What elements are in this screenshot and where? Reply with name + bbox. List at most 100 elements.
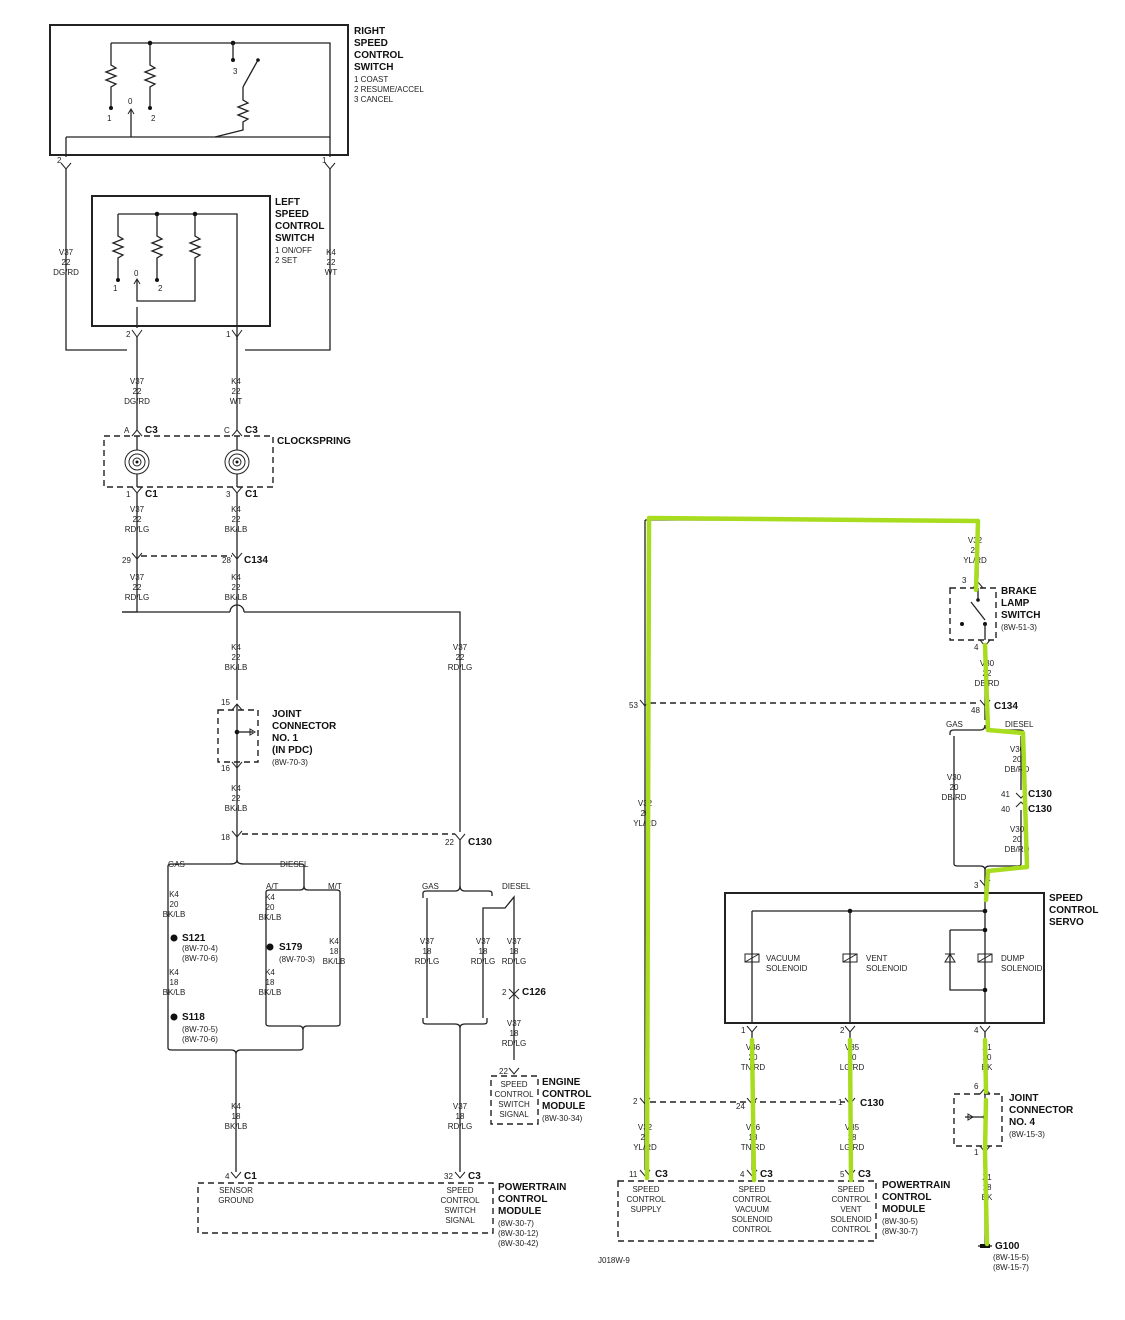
- wire-label: RD/LG: [415, 957, 439, 966]
- wire-label: 4: [740, 1170, 745, 1179]
- wire-label: V37: [420, 937, 435, 946]
- wire-label: 24: [736, 1102, 745, 1111]
- wire-label: K4: [265, 893, 275, 902]
- option-mt: M/T: [328, 882, 342, 891]
- svg-text:(IN PDC): (IN PDC): [272, 745, 313, 756]
- wire-label: 28: [222, 556, 231, 565]
- wire-label: 20: [1013, 755, 1022, 764]
- wire-label: 1: [741, 1026, 746, 1035]
- joint-connector-1: [217, 703, 259, 769]
- wire-label: 41: [1001, 790, 1010, 799]
- wire-label: 20: [266, 903, 275, 912]
- wire-label: RD/LG: [125, 593, 149, 602]
- wire-label: DG/RD: [124, 397, 150, 406]
- wire-label: 2: [57, 156, 62, 165]
- wire-label: K4: [169, 890, 179, 899]
- wire-label: BK/LB: [163, 988, 186, 997]
- wire-label: BK/LB: [259, 913, 282, 922]
- svg-text:(8W-70-6): (8W-70-6): [182, 1035, 218, 1044]
- svg-text:ENGINE: ENGINE: [542, 1077, 581, 1088]
- svg-text:SOLENOID: SOLENOID: [731, 1215, 773, 1224]
- wire-k4: [245, 169, 331, 351]
- wire-label: RD/LG: [502, 1039, 526, 1048]
- connector-label: C130: [1028, 804, 1052, 815]
- svg-text:1: 1: [113, 284, 118, 293]
- svg-text:SPEED: SPEED: [837, 1185, 864, 1194]
- svg-text:(8W-70-3): (8W-70-3): [272, 758, 308, 767]
- wire-label: 2: [633, 1097, 638, 1106]
- connector-label: C3: [245, 425, 258, 436]
- wire-label: K4: [231, 1102, 241, 1111]
- svg-text:CONTROL: CONTROL: [494, 1090, 534, 1099]
- svg-text:CONTROL: CONTROL: [882, 1192, 931, 1203]
- svg-text:0: 0: [134, 269, 139, 278]
- wire-label: K4: [265, 968, 275, 977]
- connector-label: C3: [468, 1171, 481, 1182]
- option-gas: GAS: [422, 882, 439, 891]
- svg-text:SWITCH: SWITCH: [498, 1100, 530, 1109]
- wire-label: 4: [974, 643, 979, 652]
- wire-label: 22: [456, 653, 465, 662]
- svg-text:NO. 4: NO. 4: [1009, 1117, 1036, 1128]
- svg-text:SWITCH: SWITCH: [444, 1206, 476, 1215]
- wire-label: BK/LB: [259, 988, 282, 997]
- svg-text:(8W-30-42): (8W-30-42): [498, 1239, 539, 1248]
- svg-text:POWERTRAIN: POWERTRAIN: [882, 1180, 950, 1191]
- svg-text:SWITCH: SWITCH: [275, 233, 314, 244]
- powertrain-control-module-left: SENSOR GROUND SPEED CONTROL SWITCH SIGNA…: [197, 1182, 494, 1234]
- svg-text:SWITCH: SWITCH: [1001, 610, 1040, 621]
- wire-label: 18: [510, 947, 519, 956]
- svg-text:SOLENOID: SOLENOID: [830, 1215, 872, 1224]
- svg-text:NO. 1: NO. 1: [272, 733, 299, 744]
- wire-label: 1: [838, 1098, 843, 1107]
- wire-label: V37: [476, 937, 491, 946]
- connector-label: C1: [245, 489, 258, 500]
- wire-label: DB/RD: [1005, 765, 1030, 774]
- svg-text:(8W-70-4): (8W-70-4): [182, 944, 218, 953]
- wire-label: 5: [840, 1170, 845, 1179]
- svg-text:LEFT: LEFT: [275, 197, 300, 208]
- wire-label: 40: [1001, 805, 1010, 814]
- wire-label: BK/LB: [225, 593, 248, 602]
- right-switch-title: RIGHT SPEED CONTROL SWITCH 1 COAST 2 RES…: [354, 26, 424, 104]
- wire-label: V37: [507, 937, 522, 946]
- wire-label: 48: [971, 706, 980, 715]
- svg-text:SIGNAL: SIGNAL: [445, 1216, 475, 1225]
- wire-label: 18: [170, 978, 179, 987]
- svg-text:CONTROL: CONTROL: [498, 1194, 547, 1205]
- wire-label: 1: [322, 156, 327, 165]
- wire-label: 16: [221, 764, 230, 773]
- svg-text:(8W-15-5): (8W-15-5): [993, 1253, 1029, 1262]
- speed-control-servo: VACUUM SOLENOID VENT SOLENOID DUMP SOLEN…: [724, 892, 1045, 1024]
- svg-text:CONTROL: CONTROL: [275, 221, 324, 232]
- wire-label: V37: [453, 1102, 468, 1111]
- pin-label: 3: [233, 67, 238, 76]
- wire-label: 22: [133, 515, 142, 524]
- svg-text:MODULE: MODULE: [542, 1101, 586, 1112]
- wire-label: 18: [266, 978, 275, 987]
- svg-text:MODULE: MODULE: [498, 1206, 542, 1217]
- connector-label: C126: [522, 987, 546, 998]
- connector-label: C1: [145, 489, 158, 500]
- wire-label: 18: [479, 947, 488, 956]
- svg-text:CONTROL: CONTROL: [626, 1195, 666, 1204]
- svg-text:3 CANCEL: 3 CANCEL: [354, 95, 394, 104]
- wire-label: 4: [225, 1172, 230, 1181]
- wire-label: V37: [130, 573, 145, 582]
- joint-connector-1-title: JOINT CONNECTOR NO. 1 (IN PDC) (8W-70-3): [272, 709, 337, 767]
- splice-s179: [266, 943, 274, 951]
- wire-label: 18: [232, 1112, 241, 1121]
- svg-text:SIGNAL: SIGNAL: [499, 1110, 529, 1119]
- svg-text:2 SET: 2 SET: [275, 256, 297, 265]
- wire-label: K4: [231, 573, 241, 582]
- svg-text:JOINT: JOINT: [1009, 1093, 1038, 1104]
- wire-label: 22: [232, 653, 241, 662]
- wire-label: K4: [231, 784, 241, 793]
- pin-label: 0: [128, 97, 133, 106]
- option-diesel: DIESEL: [280, 860, 309, 869]
- svg-text:CONTROL: CONTROL: [732, 1225, 772, 1234]
- svg-text:BRAKE: BRAKE: [1001, 586, 1037, 597]
- svg-text:RIGHT: RIGHT: [354, 26, 385, 37]
- splice-label: S121: [182, 933, 206, 944]
